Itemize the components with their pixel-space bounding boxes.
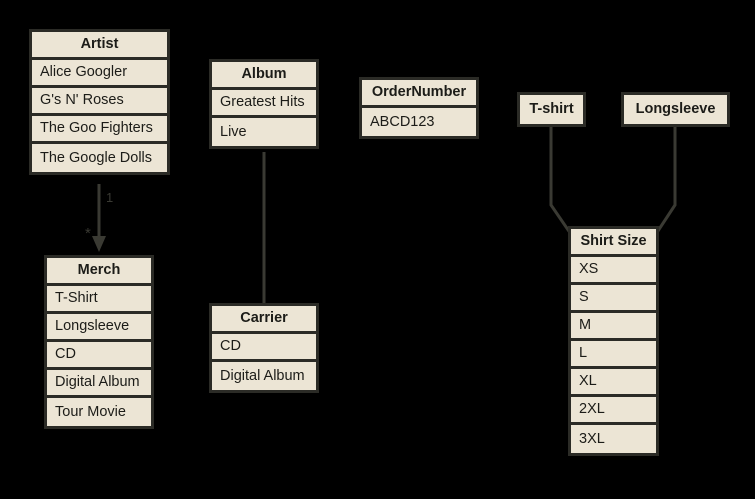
entity-longsleeve-title: Longsleeve	[624, 95, 727, 124]
list-item[interactable]: Live	[212, 118, 316, 146]
list-item[interactable]: 2XL	[571, 397, 656, 425]
list-item[interactable]: M	[571, 313, 656, 341]
list-item[interactable]: T-Shirt	[47, 286, 151, 314]
multiplicity-label-target: *	[85, 225, 91, 242]
list-item[interactable]: CD	[47, 342, 151, 370]
list-item[interactable]: Longsleeve	[47, 314, 151, 342]
entity-tshirt-title: T-shirt	[520, 95, 583, 124]
entity-merch-title: Merch	[47, 258, 151, 286]
list-item[interactable]: Tour Movie	[47, 398, 151, 426]
multiplicity-label-source: 1	[106, 190, 114, 205]
entity-carrier[interactable]: Carrier CD Digital Album	[209, 303, 319, 393]
entity-album-title: Album	[212, 62, 316, 90]
entity-artist[interactable]: Artist Alice Googler G's N' Roses The Go…	[29, 29, 170, 175]
entity-order-number-title: OrderNumber	[362, 80, 476, 108]
list-item[interactable]: Digital Album	[47, 370, 151, 398]
list-item[interactable]: Alice Googler	[32, 60, 167, 88]
list-item[interactable]: 3XL	[571, 425, 656, 453]
list-item[interactable]: Digital Album	[212, 362, 316, 390]
entity-longsleeve[interactable]: Longsleeve	[621, 92, 730, 127]
list-item[interactable]: The Google Dolls	[32, 144, 167, 172]
connector-tshirt-shirtsize	[549, 121, 577, 241]
list-item[interactable]: The Goo Fighters	[32, 116, 167, 144]
list-item[interactable]: XS	[571, 257, 656, 285]
list-item[interactable]: L	[571, 341, 656, 369]
list-item[interactable]: ABCD123	[362, 108, 476, 136]
connector-longsleeve-shirtsize	[650, 121, 677, 241]
entity-merch[interactable]: Merch T-Shirt Longsleeve CD Digital Albu…	[44, 255, 154, 429]
entity-shirt-size-title: Shirt Size	[571, 229, 656, 257]
entity-shirt-size[interactable]: Shirt Size XS S M L XL 2XL 3XL	[568, 226, 659, 456]
list-item[interactable]: S	[571, 285, 656, 313]
entity-order-number[interactable]: OrderNumber ABCD123	[359, 77, 479, 139]
arrowhead-artist-merch	[92, 236, 106, 252]
list-item[interactable]: CD	[212, 334, 316, 362]
entity-tshirt[interactable]: T-shirt	[517, 92, 586, 127]
list-item[interactable]: XL	[571, 369, 656, 397]
entity-album[interactable]: Album Greatest Hits Live	[209, 59, 319, 149]
entity-artist-title: Artist	[32, 32, 167, 60]
list-item[interactable]: Greatest Hits	[212, 90, 316, 118]
entity-carrier-title: Carrier	[212, 306, 316, 334]
list-item[interactable]: G's N' Roses	[32, 88, 167, 116]
